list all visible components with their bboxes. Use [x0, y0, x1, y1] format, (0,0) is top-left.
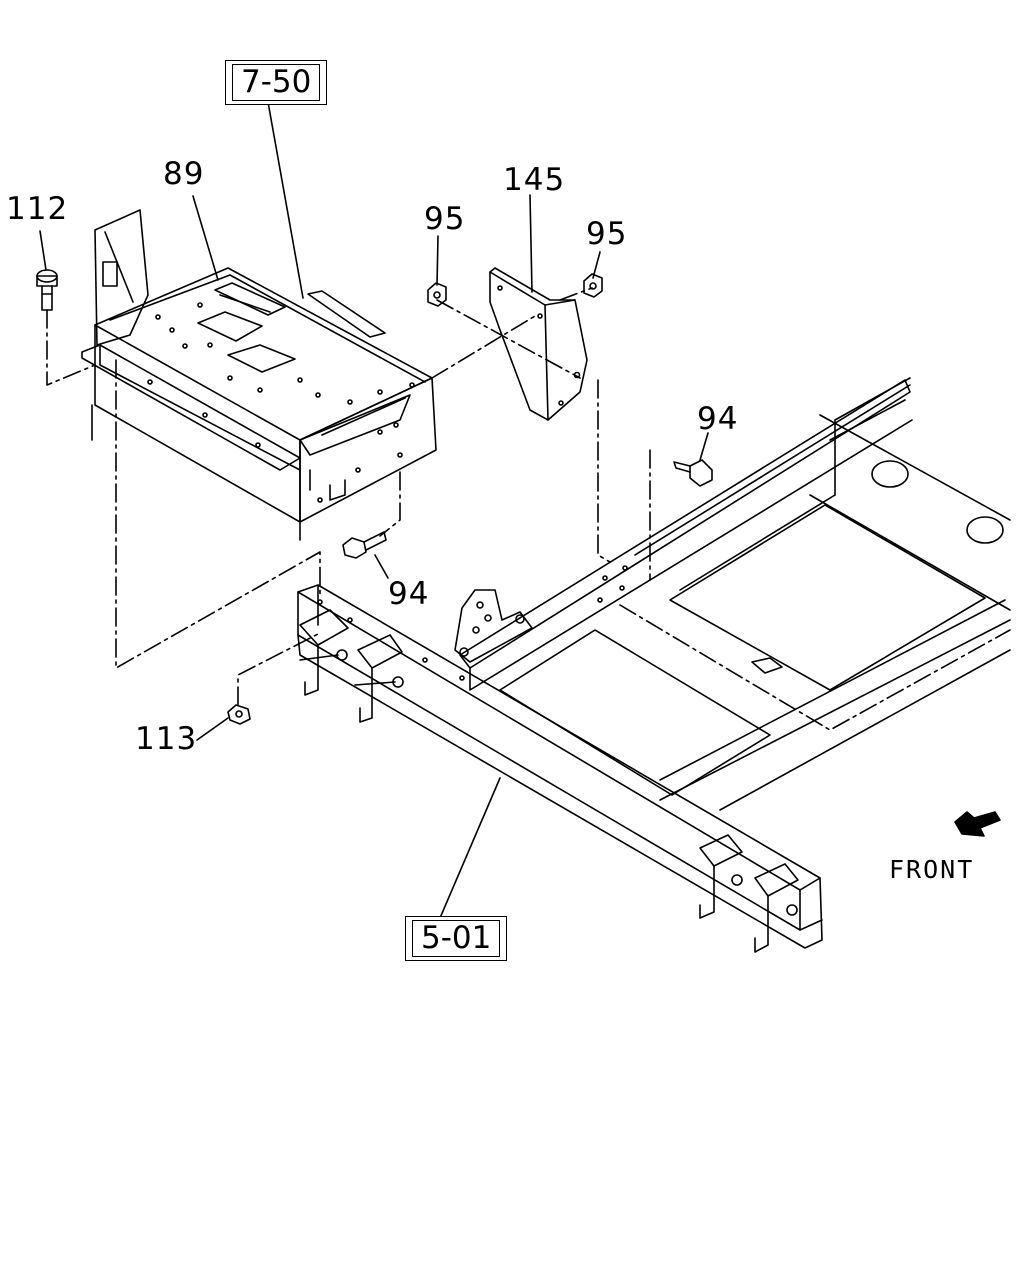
- bracket-89: [82, 210, 436, 540]
- part-95-left-label[interactable]: 95: [424, 201, 466, 237]
- part-89-label[interactable]: 89: [163, 156, 205, 192]
- ref-5-01-text: 5-01: [412, 920, 501, 957]
- assembly-lines: [47, 288, 1010, 730]
- part-112-label[interactable]: 112: [6, 191, 69, 227]
- ref-7-50-label[interactable]: 7-50: [225, 60, 328, 105]
- bolt-94-lower-icon: [343, 532, 386, 558]
- part-94-lower-label[interactable]: 94: [388, 576, 430, 612]
- nut-95-left-icon: [428, 283, 446, 306]
- front-arrow-icon: [955, 812, 1000, 836]
- nut-113-icon: [228, 705, 250, 724]
- leader-lines: [40, 102, 708, 918]
- frame-5-01: [298, 378, 1010, 952]
- bolt-94-upper-icon: [674, 460, 712, 486]
- bolt-112-icon: [37, 270, 57, 310]
- bracket-145: [490, 268, 587, 420]
- ref-5-01-label[interactable]: 5-01: [405, 916, 508, 961]
- part-94-upper-label[interactable]: 94: [697, 401, 739, 437]
- front-direction-label: FRONT: [889, 855, 975, 884]
- ref-7-50-text: 7-50: [232, 64, 321, 101]
- part-145-label[interactable]: 145: [503, 162, 566, 198]
- nut-95-right-icon: [584, 274, 602, 297]
- part-95-right-label[interactable]: 95: [586, 216, 628, 252]
- part-113-label[interactable]: 113: [135, 721, 198, 757]
